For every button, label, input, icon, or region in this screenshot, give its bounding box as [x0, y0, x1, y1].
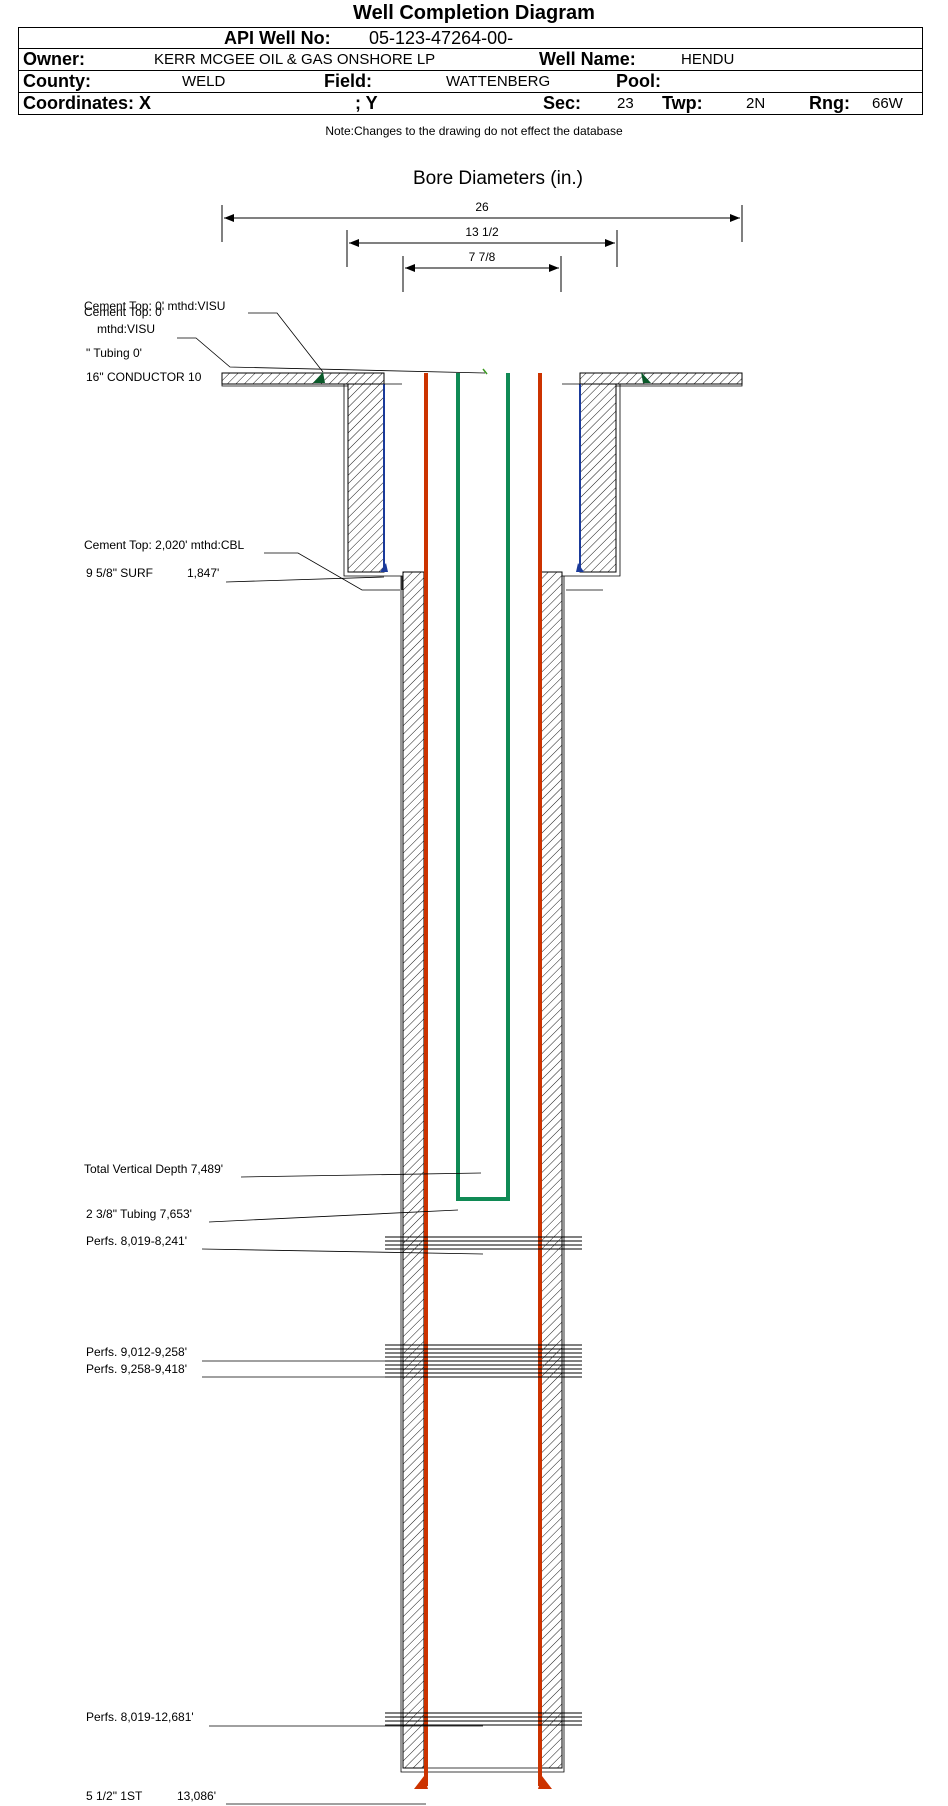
leader-tubing-bottom: [208, 1209, 459, 1223]
sec-label: Sec:: [543, 93, 582, 113]
leader-tubing-top: [177, 337, 486, 374]
production-cement-right: [540, 571, 563, 1769]
bore-dim-13-1-2: 13 1/2: [346, 225, 618, 267]
field-label: Field:: [324, 71, 372, 91]
well-name-label: Well Name:: [539, 49, 636, 69]
label-perfs-3: Perfs. 9,258-9,418': [86, 1362, 187, 1376]
label-perfs-4: Perfs. 8,019-12,681': [86, 1710, 194, 1724]
label-surface-depth: 1,847': [187, 566, 219, 580]
cement-marker-conductor-left: [313, 372, 325, 383]
leader-cement-top-2: [264, 552, 400, 591]
coordinates-row: Coordinates: X ; Y Sec: 23 Twp: 2N Rng: …: [18, 93, 923, 115]
conductor-cement-right: [579, 372, 743, 385]
rng-label: Rng:: [809, 93, 850, 113]
county-value: WELD: [182, 73, 226, 90]
production-shoe-right: [538, 1776, 552, 1789]
leader-cement-top-1: [248, 312, 324, 373]
perforations-1: [385, 1236, 582, 1250]
api-row: API Well No: 05-123-47264-00-: [18, 27, 923, 49]
leader-perfs-1: [201, 1248, 484, 1255]
surface-shoe-left: [380, 563, 388, 572]
sec-value: 23: [617, 95, 634, 112]
bore-diameters-title: Bore Diameters (in.): [413, 168, 583, 189]
perforations-4: [385, 1712, 582, 1726]
bore-dim-7-7-8-label: 7 7/8: [469, 250, 496, 264]
label-perfs-2: Perfs. 9,012-9,258': [86, 1345, 187, 1359]
bore-dim-7-7-8: 7 7/8: [402, 250, 562, 292]
tubing-top-mark: [482, 368, 488, 375]
label-tubing-bottom: 2 3/8" Tubing 7,653': [86, 1207, 192, 1221]
label-surface-casing: 9 5/8" SURF: [86, 566, 153, 580]
coord-y-label: ; Y: [355, 93, 378, 113]
tubing: [456, 373, 510, 1201]
twp-label: Twp:: [662, 93, 703, 113]
label-cement-top-1-overlap-b: mthd:VISU: [97, 322, 155, 336]
database-note: Note:Changes to the drawing do not effec…: [325, 124, 623, 138]
owner-label: Owner:: [23, 49, 86, 69]
owner-value: KERR MCGEE OIL & GAS ONSHORE LP: [154, 51, 436, 68]
conductor-cement-left: [221, 372, 385, 385]
label-tvd: Total Vertical Depth 7,489': [84, 1162, 223, 1176]
label-cement-top-2: Cement Top: 2,020' mthd:CBL: [84, 538, 244, 552]
label-conductor: 16" CONDUCTOR 10: [86, 370, 202, 384]
county-label: County:: [23, 71, 91, 91]
twp-value: 2N: [746, 95, 766, 112]
diagram-title: Well Completion Diagram: [353, 2, 595, 24]
perforations-2: [385, 1344, 582, 1362]
label-production-casing: 5 1/2" 1ST: [86, 1789, 143, 1803]
surface-cement-right: [579, 383, 617, 573]
conductor-outline-left: [221, 384, 348, 387]
cement-marker-conductor-right: [641, 372, 651, 383]
production-cement-left: [402, 571, 425, 1769]
label-tubing-top: " Tubing 0': [86, 346, 142, 360]
rng-value: 66W: [872, 95, 903, 112]
label-production-depth: 13,086': [177, 1789, 216, 1803]
owner-row: Owner: KERR MCGEE OIL & GAS ONSHORE LP W…: [18, 49, 923, 71]
well-header-table: API Well No: 05-123-47264-00- Owner: KER…: [18, 27, 923, 115]
label-cement-top-1: Cement Top: 0' mthd:VISU: [84, 299, 225, 313]
bore-dim-26: 26: [221, 200, 743, 242]
county-row: County: WELD Field: WATTENBERG Pool:: [18, 71, 923, 93]
conductor-outline-right: [616, 384, 743, 387]
pool-label: Pool:: [616, 71, 661, 91]
surface-cement-left: [347, 383, 385, 573]
surface-outline-left: [343, 384, 403, 590]
bore-dim-13-1-2-label: 13 1/2: [465, 225, 499, 239]
api-value: 05-123-47264-00-: [369, 28, 514, 48]
coord-x-label: Coordinates: X: [23, 93, 152, 113]
leader-tvd: [240, 1172, 482, 1178]
production-shoe-left: [414, 1776, 428, 1789]
field-value: WATTENBERG: [446, 73, 551, 90]
leader-surface-casing: [225, 576, 385, 583]
well-name-value: HENDU: [681, 51, 735, 68]
label-cement-top-1-overlap-a: Cement Top: 0': [84, 305, 164, 319]
label-perfs-1: Perfs. 8,019-8,241': [86, 1234, 187, 1248]
bore-dim-26-label: 26: [475, 200, 489, 214]
surface-shoe-right: [576, 563, 584, 572]
api-label: API Well No:: [224, 28, 331, 48]
